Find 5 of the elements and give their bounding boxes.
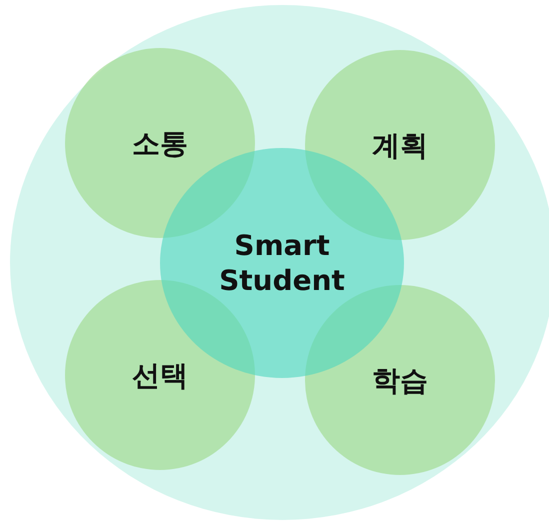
circle-label: 계획 <box>372 128 428 162</box>
circle-label: 학습 <box>372 362 428 398</box>
circle-label: Smart Student <box>218 228 346 298</box>
circle-label: 선택 <box>132 358 188 392</box>
circle-label: 소통 <box>132 126 188 160</box>
